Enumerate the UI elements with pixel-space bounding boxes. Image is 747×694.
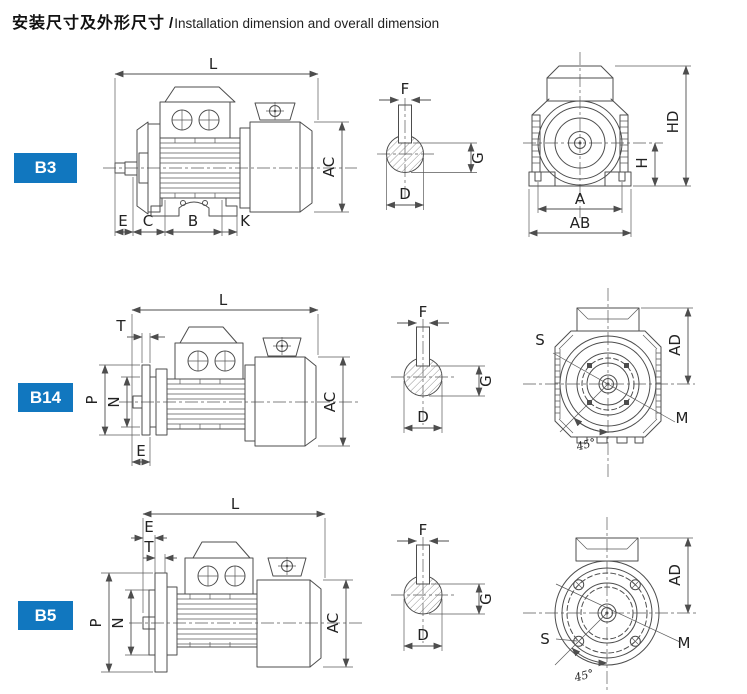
b14-dim-label-f: F bbox=[419, 303, 428, 321]
b14-side-view bbox=[119, 326, 359, 447]
b14-dim-label-t: T bbox=[115, 317, 126, 335]
b3-dim-label-h: H bbox=[633, 157, 651, 168]
b5-dim-label-p: P bbox=[87, 618, 105, 627]
b14-front-view bbox=[523, 288, 695, 477]
b5-dim-label-d: D bbox=[417, 626, 429, 644]
b5-dim-label-l: L bbox=[231, 495, 240, 513]
b5-dim-label-ac: AC bbox=[324, 613, 342, 633]
b3-dim-label-d: D bbox=[399, 185, 411, 203]
title-english: Installation dimension and overall dimen… bbox=[174, 16, 440, 31]
b5-dim-label-n: N bbox=[109, 617, 127, 628]
b5-angle-label: 45° bbox=[572, 667, 595, 685]
b3-dim-label-ab: AB bbox=[570, 214, 591, 232]
b5-dim-label-m: M bbox=[678, 634, 691, 652]
b5-dim-label-s: S bbox=[540, 630, 550, 648]
b3-row-drawing: L AC E C B K F bbox=[103, 52, 691, 237]
b5-front-view bbox=[523, 517, 697, 691]
b14-shaft-section: F G D bbox=[391, 303, 495, 433]
mount-type-badge-b14: B14 bbox=[18, 383, 73, 412]
b5-front-dimensions: AD S M 45° bbox=[540, 537, 693, 685]
b5-dim-label-ad: AD bbox=[666, 564, 684, 586]
b14-dim-label-ac: AC bbox=[321, 392, 339, 412]
b3-dim-label-l: L bbox=[209, 55, 218, 73]
b14-dim-label-n: N bbox=[105, 396, 123, 407]
b3-dim-label-e: E bbox=[118, 212, 127, 230]
mount-type-badge-b3: B3 bbox=[14, 153, 77, 183]
title-chinese: 安装尺寸及外形尺寸 bbox=[12, 15, 166, 32]
b14-row-drawing: L T P N AC E bbox=[85, 288, 695, 477]
b5-dim-label-e: E bbox=[144, 518, 153, 536]
b3-side-view bbox=[103, 86, 357, 217]
b5-side-dimensions: L E T P N AC bbox=[87, 495, 353, 673]
b14-angle-label: 45° bbox=[574, 436, 597, 454]
b14-front-dimensions: S M AD 45° bbox=[535, 307, 693, 454]
mount-type-badge-b5: B5 bbox=[18, 601, 73, 630]
b14-dim-label-l: L bbox=[219, 291, 228, 309]
b14-dim-label-d: D bbox=[417, 408, 429, 426]
b14-dim-label-ad: AD bbox=[666, 334, 684, 356]
b14-side-dimensions: L T P N AC E bbox=[85, 291, 350, 466]
b3-dim-label-b: B bbox=[188, 212, 198, 230]
b3-side-dimensions: L AC E C B K bbox=[114, 55, 349, 236]
b5-side-view bbox=[129, 541, 363, 673]
b14-dim-label-g: G bbox=[477, 375, 495, 387]
b5-dim-label-t: T bbox=[143, 538, 154, 556]
b14-dim-label-s: S bbox=[535, 331, 545, 349]
b3-shaft-section: F G D bbox=[377, 80, 487, 210]
b3-dim-label-ac: AC bbox=[320, 157, 338, 177]
b14-dim-label-e: E bbox=[136, 442, 145, 460]
b3-dim-label-hd: HD bbox=[664, 111, 682, 134]
b3-front-view bbox=[523, 52, 663, 218]
b3-dim-label-k: K bbox=[240, 212, 251, 230]
page-title: 安装尺寸及外形尺寸/Installation dimension and ove… bbox=[12, 9, 439, 33]
b14-dim-label-p: P bbox=[85, 395, 101, 404]
b5-shaft-section: F G D bbox=[391, 521, 495, 651]
b3-dim-label-c: C bbox=[143, 212, 153, 230]
b3-dim-label-g: G bbox=[469, 152, 487, 164]
b3-front-dimensions: HD H A AB bbox=[528, 65, 691, 237]
title-separator: / bbox=[169, 15, 174, 32]
b5-row-drawing: L E T P N AC bbox=[87, 495, 697, 691]
b14-dim-label-m: M bbox=[676, 409, 689, 427]
b5-dim-label-f: F bbox=[419, 521, 428, 539]
b3-dim-label-a: A bbox=[575, 190, 586, 208]
b3-dim-label-f: F bbox=[401, 80, 410, 98]
b5-dim-label-g: G bbox=[477, 593, 495, 605]
